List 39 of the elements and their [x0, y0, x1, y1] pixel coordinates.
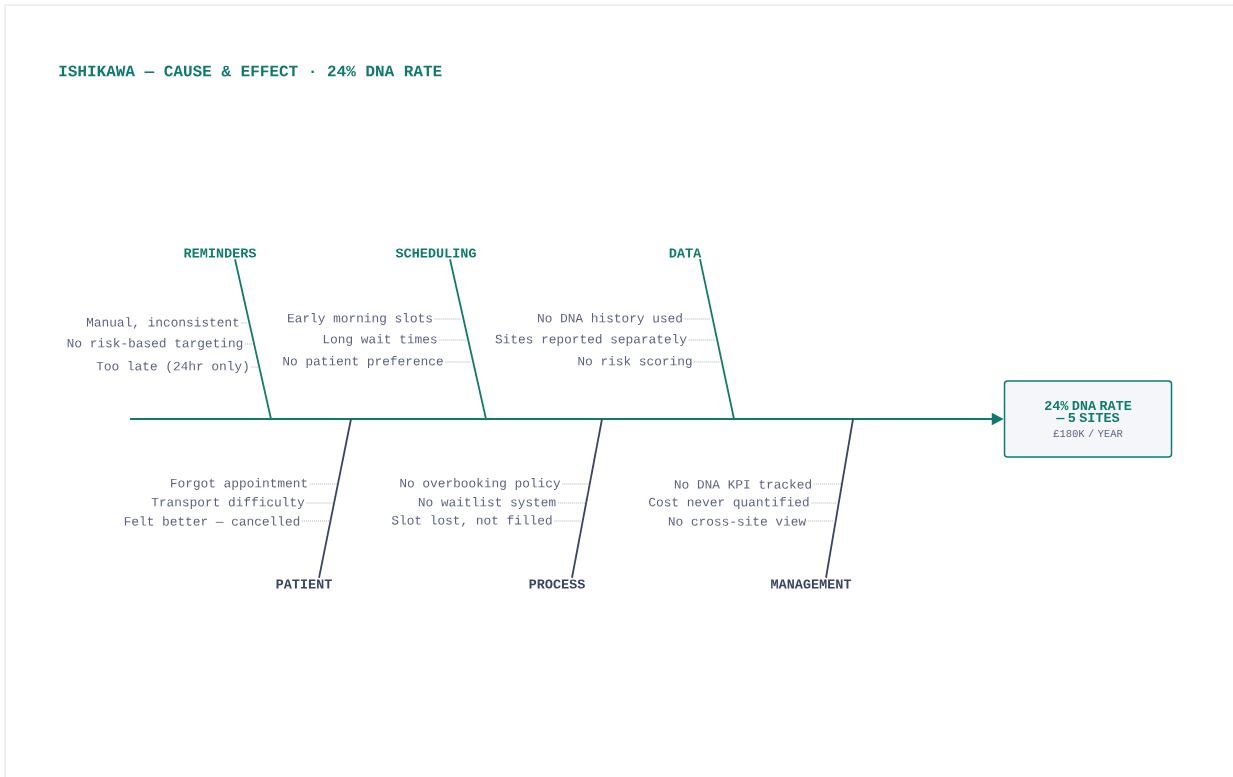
effect-box: 24% DNA RATE — 5 SITES £180K / YEAR [1003, 380, 1173, 458]
bone-line [318, 418, 352, 579]
cause-text: No risk scoring [578, 356, 692, 368]
cause-text: Early morning slots [288, 313, 432, 325]
category-label: DATA [669, 248, 702, 258]
title: ISHIKAWA — CAUSE & EFFECT · 24% DNA RATE [59, 65, 442, 77]
cause-text: Sites reported separately [495, 334, 687, 346]
cause-text: Manual, inconsistent [87, 317, 239, 329]
cause-text: No risk-based targeting [67, 338, 243, 350]
category-label: MANAGEMENT [771, 579, 852, 589]
bone-line [699, 258, 735, 420]
category-label: PROCESS [529, 579, 585, 589]
cause-text: Felt better — cancelled [124, 516, 300, 526]
cause-text: No overbooking policy [400, 478, 561, 490]
leader-line [244, 343, 253, 345]
bone-line [449, 258, 487, 420]
cause-text: Transport difficulty [151, 497, 305, 509]
leader-line [301, 520, 330, 522]
leader-line [251, 366, 259, 368]
cause-text: Long wait times [323, 334, 437, 346]
cause-text: Too late (24hr only) [96, 361, 248, 373]
bone-line [234, 258, 272, 420]
category-label: PATIENT [276, 579, 332, 589]
cause-text: Forgot appointment [171, 478, 307, 490]
leader-line [813, 483, 842, 485]
bone-line [825, 418, 854, 579]
cause-text: Slot lost, not filled [391, 515, 552, 527]
leader-line [557, 502, 586, 504]
bone-line [571, 418, 603, 579]
category-label: REMINDERS [184, 248, 257, 258]
category-label: SCHEDULING [395, 248, 476, 258]
cause-text: No cross-site view [668, 516, 806, 526]
cause-text: No waitlist system [418, 497, 556, 509]
cause-text: No DNA KPI tracked [674, 479, 811, 489]
cause-text: Cost never quantified [649, 497, 809, 509]
leader-line [309, 483, 338, 485]
cause-text: No DNA history used [538, 313, 682, 325]
cause-text: No patient preference [283, 356, 443, 368]
leader-line [807, 520, 835, 522]
